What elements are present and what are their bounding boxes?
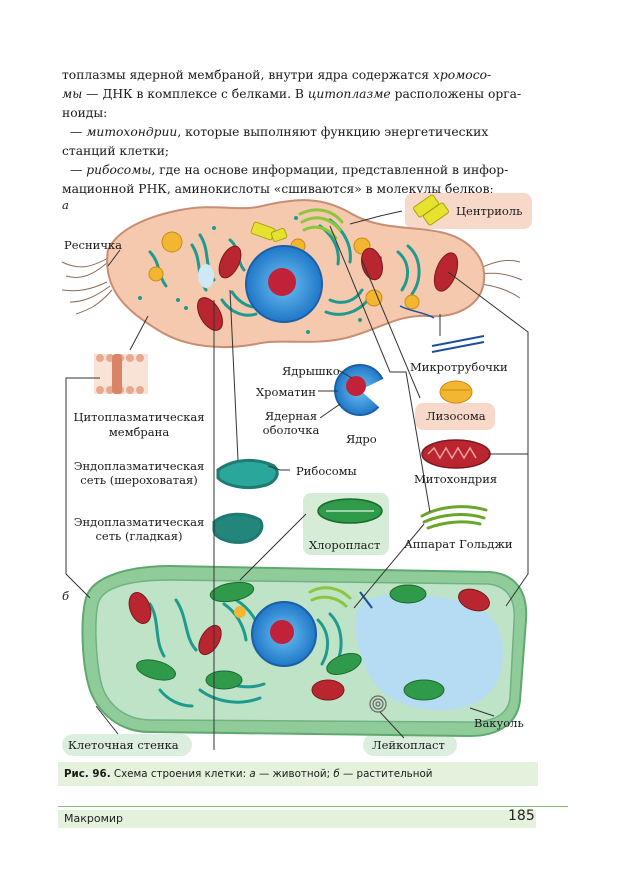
label-ribosomes: Рибосомы xyxy=(296,464,357,478)
label-golgi: Аппарат Гольджи xyxy=(404,537,513,551)
label-mitochondrion: Митохондрия xyxy=(414,472,498,486)
text-line-2: мы — ДНК в комплексе с белками. В цитопл… xyxy=(62,85,540,105)
text-span: топлазмы ядерной мембраной, внутри ядра … xyxy=(62,68,433,82)
leader-lines xyxy=(65,210,529,750)
label-er-smooth-2: сеть (гладкая) xyxy=(95,529,183,543)
label-microtubules: Микротрубочки xyxy=(410,360,508,374)
term-cytoplasm: цитоплазме xyxy=(307,87,391,101)
microtubules-icon xyxy=(431,335,485,353)
label-a: а xyxy=(62,198,69,212)
text-span: , которые выполняют функцию энергетическ… xyxy=(177,125,489,139)
golgi-icon xyxy=(420,505,488,530)
text-line-4: — митохондрии, которые выполняют функцию… xyxy=(70,123,540,143)
figure-caption: Рис. 96. Схема строения клетки: а — живо… xyxy=(58,762,538,786)
lysosome-icon xyxy=(439,380,473,404)
text-span: — xyxy=(70,163,87,177)
label-lysosome: Лизосома xyxy=(426,409,486,423)
caption-a: а xyxy=(249,768,256,780)
animal-cell xyxy=(61,199,523,348)
footer-divider xyxy=(58,806,568,807)
cell-wall-label-bg xyxy=(62,734,192,756)
text-span: — ДНК в комплексе с белками. В xyxy=(82,87,308,101)
membrane-icon xyxy=(94,354,148,394)
footer-section: Макромир xyxy=(64,812,124,825)
label-nucleus: Ядро xyxy=(346,432,377,446)
label-nuclear-envelope-2: оболочка xyxy=(262,423,320,437)
label-nuclear-envelope-1: Ядерная xyxy=(264,409,318,423)
label-centriole: Центриоль xyxy=(456,204,523,218)
caption-text: Схема строения клетки: xyxy=(110,768,250,780)
label-leucoplast: Лейкопласт xyxy=(372,738,445,752)
text-span: ноиды: xyxy=(62,106,108,120)
label-chloroplast: Хлоропласт xyxy=(309,538,381,552)
nucleus-icon xyxy=(334,364,388,416)
term-chromosomes: хромосо- xyxy=(432,68,492,82)
label-cyto-membrane-1: Цитоплазматическая xyxy=(73,410,205,424)
term-mitochondria: митохондрии xyxy=(86,125,178,139)
plant-cell xyxy=(81,564,528,738)
lysosome-label-bg xyxy=(415,403,495,430)
leucoplast-label-bg xyxy=(363,734,457,756)
label-nucleolus: Ядрышко xyxy=(282,364,340,378)
label-chromatin: Хроматин xyxy=(256,385,316,399)
label-er-rough-1: Эндоплазматическая xyxy=(73,459,205,473)
text-span: станций клетки; xyxy=(62,144,170,158)
caption-b: б xyxy=(333,768,340,780)
text-line-7: мационной РНК, аминокислоты «сшиваются» … xyxy=(62,180,540,200)
text-span: — xyxy=(70,125,87,139)
text-line-5: станций клетки; xyxy=(62,142,540,162)
chloroplast-icon xyxy=(317,498,383,524)
text-line-6: — рибосомы, где на основе информации, пр… xyxy=(70,161,540,181)
mitochondrion-icon xyxy=(421,439,491,469)
label-cyto-membrane-2: мембрана xyxy=(108,425,170,439)
term-ribosomes: рибосомы xyxy=(86,163,152,177)
footer-bar xyxy=(58,810,536,828)
rough-er-icon xyxy=(216,459,279,490)
text-line-1: топлазмы ядерной мембраной, внутри ядра … xyxy=(62,66,540,86)
label-cell-wall: Клеточная стенка xyxy=(68,738,179,752)
text-line-3: ноиды: xyxy=(62,104,540,124)
text-span: , где на основе информации, представленн… xyxy=(151,163,509,177)
label-vacuole: Вакуоль xyxy=(474,716,524,730)
label-er-smooth-1: Эндоплазматическая xyxy=(73,515,205,529)
caption-fig-number: Рис. 96. xyxy=(64,768,111,780)
page-number: 185 xyxy=(508,808,535,824)
caption-text: — растительной xyxy=(339,768,433,780)
label-b: б xyxy=(62,589,70,603)
label-er-rough-2: сеть (шероховатая) xyxy=(80,473,198,487)
text-span: мационной РНК, аминокислоты «сшиваются» … xyxy=(62,182,494,196)
centriole-icon xyxy=(413,194,449,226)
smooth-er-icon xyxy=(212,512,264,544)
text-span: расположены орга- xyxy=(390,87,522,101)
caption-text: — животной; xyxy=(255,768,334,780)
label-cilium: Ресничка xyxy=(64,238,122,252)
term-chromosomes-end: мы xyxy=(62,87,83,101)
